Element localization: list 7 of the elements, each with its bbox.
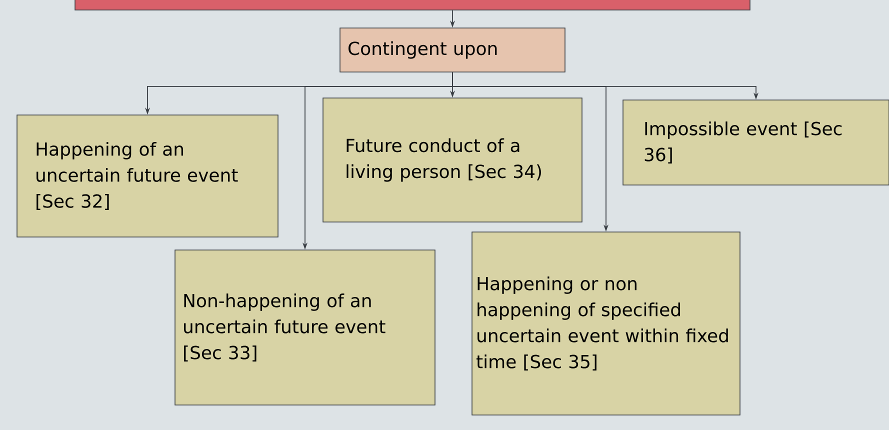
process-box bbox=[74, 0, 750, 10]
process-box: Contingent upon bbox=[340, 28, 566, 72]
process-box: Future conduct of a living person [Sec 34) bbox=[322, 98, 582, 222]
process-box: Non-happening of an uncertain future event [Sec 33] bbox=[174, 250, 436, 406]
process-box: Happening or non happening of specified uncertain event within fixed time [Sec 35] bbox=[472, 232, 740, 416]
process-box: Impossible event [Sec 36] bbox=[622, 100, 889, 186]
process-box: Happening of an uncertain future event [Sec 32] bbox=[16, 114, 278, 238]
